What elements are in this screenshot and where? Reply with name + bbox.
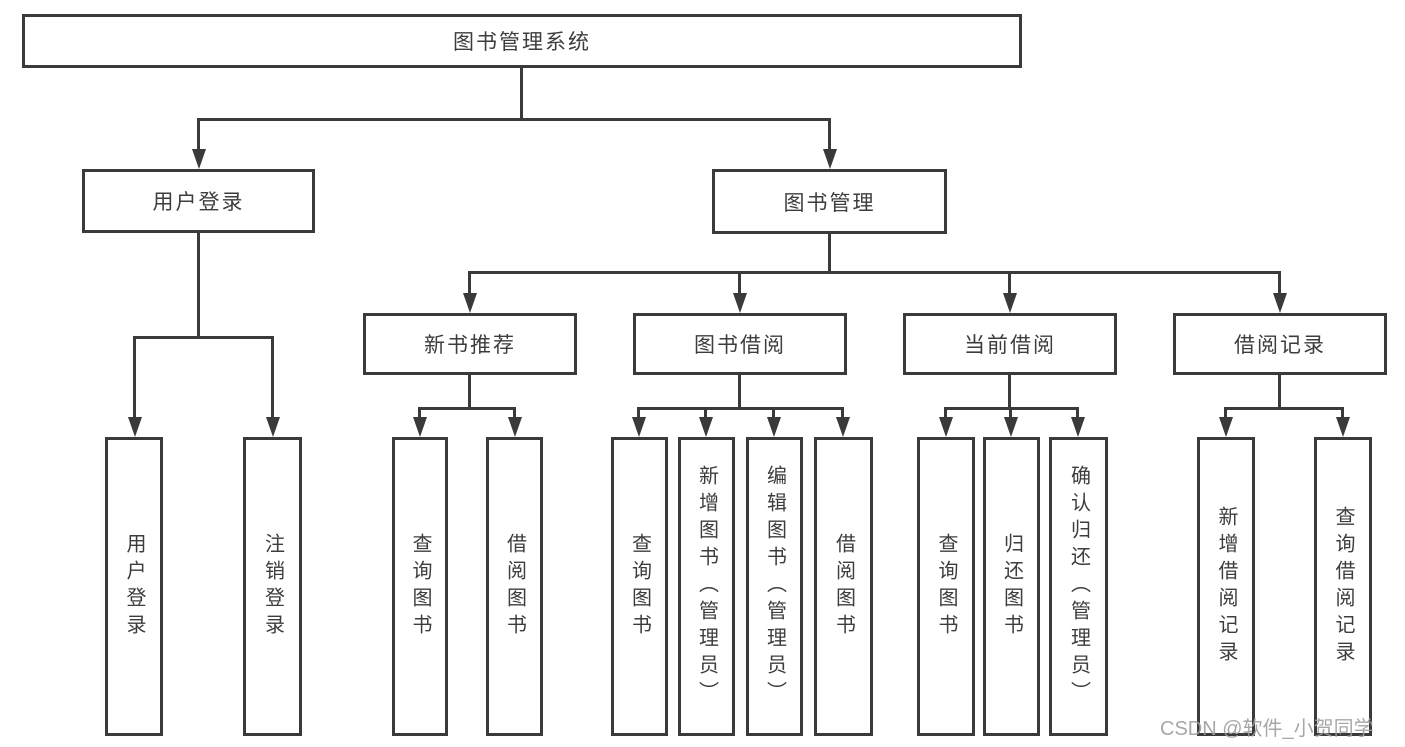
leaf-query-books-1-label: 查询图书	[409, 532, 431, 641]
node-new-book-recommend-label: 新书推荐	[424, 334, 516, 357]
connector-user-login-vline	[197, 233, 200, 339]
leaf-borrow-books-1-label: 借阅图书	[503, 532, 526, 641]
node-borrow-records-label: 借阅记录	[1234, 334, 1326, 357]
leaf-query-books-2: 查询图书	[611, 437, 668, 736]
arrow-to-new-book-recommend-icon	[462, 271, 477, 313]
arrow-to-book-management-icon	[822, 118, 837, 169]
leaf-user-login: 用户登录	[105, 437, 163, 736]
connector-user-login-hline	[133, 336, 274, 339]
arrow-to-current-borrow-icon	[1002, 271, 1017, 313]
leaf-add-borrow-record: 新增借阅记录	[1197, 437, 1255, 736]
node-user-login-branch-label: 用户登录	[152, 191, 245, 214]
arrow-to-borrow-books-2-icon	[835, 407, 850, 437]
arrow-to-confirm-return-icon	[1070, 407, 1085, 437]
connector-root-hline	[197, 118, 831, 121]
leaf-borrow-books-2: 借阅图书	[814, 437, 873, 736]
leaf-add-books-admin-label: 新增图书（管理员）	[695, 465, 718, 708]
connector-borrow-records-vline	[1278, 375, 1281, 410]
arrow-to-add-books-icon	[698, 407, 713, 437]
arrow-to-leaf-user-login-icon	[127, 336, 142, 437]
arrow-to-query-books-3-icon	[938, 407, 953, 437]
arrow-to-query-books-2-icon	[631, 407, 646, 437]
leaf-confirm-return-admin-label: 确认归还（管理员）	[1067, 465, 1090, 708]
leaf-return-books: 归还图书	[983, 437, 1040, 736]
arrow-to-query-books-1-icon	[412, 407, 427, 437]
leaf-confirm-return-admin: 确认归还（管理员）	[1049, 437, 1108, 736]
csdn-watermark: CSDN @软件_小贺同学	[1160, 718, 1374, 740]
leaf-edit-books-admin-label: 编辑图书（管理员）	[763, 465, 786, 708]
node-book-borrow-label: 图书借阅	[694, 334, 786, 357]
arrow-to-add-borrow-record-icon	[1218, 407, 1233, 437]
connector-book-borrow-vline	[738, 375, 741, 410]
arrow-to-query-borrow-record-icon	[1335, 407, 1350, 437]
arrow-to-borrow-books-1-icon	[507, 407, 522, 437]
arrow-to-user-login-icon	[191, 118, 206, 169]
leaf-add-books-admin: 新增图书（管理员）	[678, 437, 735, 736]
leaf-query-borrow-record: 查询借阅记录	[1314, 437, 1372, 736]
node-current-borrow: 当前借阅	[903, 313, 1117, 375]
leaf-query-books-3: 查询图书	[917, 437, 975, 736]
connector-book-borrow-hline	[637, 407, 844, 410]
leaf-borrow-books-2-label: 借阅图书	[832, 532, 855, 641]
arrow-to-borrow-records-icon	[1272, 271, 1287, 313]
leaf-query-books-3-label: 查询图书	[935, 532, 957, 641]
node-new-book-recommend: 新书推荐	[363, 313, 577, 375]
connector-book-mgmt-hline	[468, 271, 1281, 274]
leaf-query-borrow-record-label: 查询借阅记录	[1332, 505, 1354, 668]
leaf-edit-books-admin: 编辑图书（管理员）	[746, 437, 803, 736]
leaf-user-login-label: 用户登录	[123, 532, 145, 641]
node-book-management-label: 图书管理	[783, 191, 876, 215]
node-borrow-records: 借阅记录	[1173, 313, 1387, 375]
leaf-logout: 注销登录	[243, 437, 302, 736]
leaf-query-books-2-label: 查询图书	[628, 532, 651, 641]
node-library-system-label: 图书管理系统	[453, 31, 591, 54]
arrow-to-book-borrow-icon	[732, 271, 747, 313]
connector-borrow-records-hline	[1224, 407, 1344, 410]
node-current-borrow-label: 当前借阅	[964, 334, 1056, 357]
node-book-borrow: 图书借阅	[633, 313, 847, 375]
arrow-to-edit-books-icon	[766, 407, 781, 437]
node-library-system: 图书管理系统	[22, 14, 1022, 68]
node-user-login-branch: 用户登录	[82, 169, 315, 233]
node-book-management: 图书管理	[712, 169, 947, 234]
connector-root-vline	[520, 68, 523, 121]
connector-new-book-hline	[418, 407, 516, 410]
leaf-logout-label: 注销登录	[261, 532, 284, 641]
arrow-to-return-books-icon	[1003, 407, 1018, 437]
leaf-query-books-1: 查询图书	[392, 437, 448, 736]
connector-current-borrow-vline	[1008, 375, 1011, 410]
leaf-borrow-books-1: 借阅图书	[486, 437, 543, 736]
arrow-to-leaf-logout-icon	[265, 336, 280, 437]
connector-book-mgmt-vline	[828, 234, 831, 274]
leaf-add-borrow-record-label: 新增借阅记录	[1215, 505, 1237, 668]
connector-new-book-vline	[468, 375, 471, 410]
leaf-return-books-label: 归还图书	[1000, 532, 1023, 641]
